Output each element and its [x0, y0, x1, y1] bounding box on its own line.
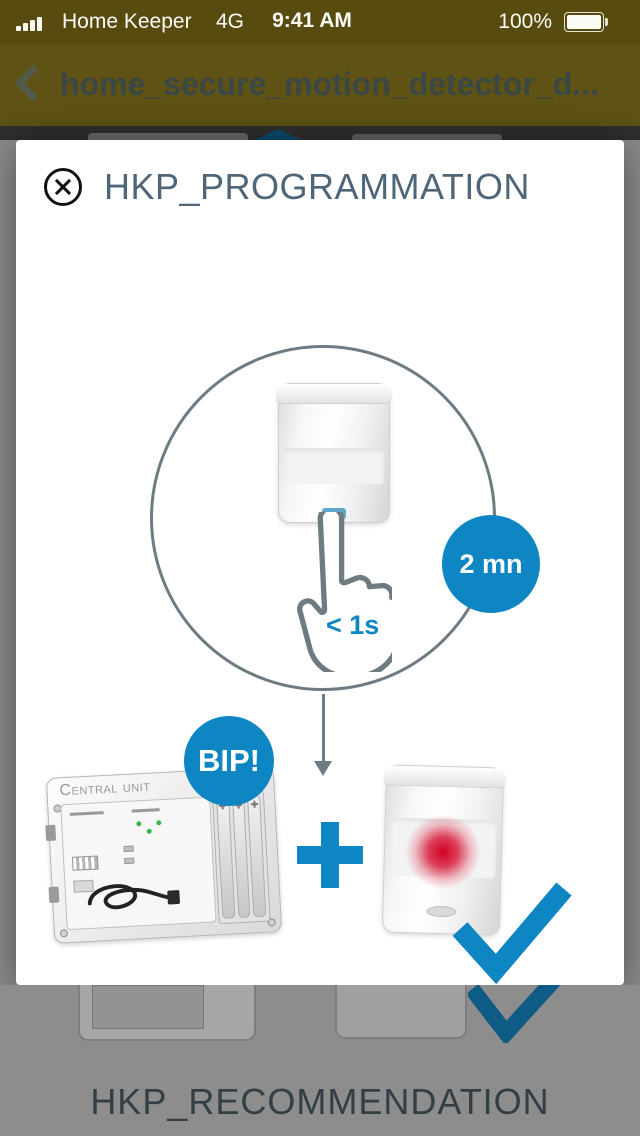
side-port — [45, 824, 57, 842]
detector-lens — [284, 448, 384, 484]
central-unit-illustration: Central unit — [45, 766, 283, 944]
side-port — [48, 886, 60, 904]
nav-bar: home_secure_motion_detector_d... — [0, 44, 640, 126]
close-icon — [47, 171, 79, 203]
battery-compartment — [211, 789, 271, 925]
dimmed-content-strip — [0, 126, 640, 140]
detector-cap — [383, 765, 507, 789]
battery-percent-label: 100% — [498, 10, 552, 33]
carrier-label: Home Keeper — [62, 10, 192, 33]
cable-illustration — [87, 884, 180, 910]
motion-detector-illustration — [276, 383, 392, 523]
back-chevron-icon[interactable] — [14, 64, 52, 102]
central-unit-label: Central unit — [59, 777, 151, 800]
panel-label-bar — [131, 808, 160, 813]
jumper — [124, 857, 135, 865]
circuit-panel — [60, 796, 217, 931]
battery-cell — [247, 794, 267, 918]
signal-strength-icon — [16, 13, 44, 31]
dip-switch — [71, 855, 99, 871]
dimmed-checkmark-icon — [468, 985, 561, 1043]
modal-title: HKP_PROGRAMMATION — [104, 166, 530, 207]
programmation-modal: HKP_PROGRAMMATION < 1s 2 mn Central unit — [16, 140, 624, 985]
battery-icon — [564, 12, 608, 32]
dimmed-page-bottom: HKP_RECOMMENDATION — [0, 985, 640, 1136]
recommendation-title: HKP_RECOMMENDATION — [90, 1081, 550, 1122]
clock-label: 9:41 AM — [272, 9, 352, 32]
close-button[interactable] — [44, 168, 82, 206]
network-type-label: 4G — [216, 10, 245, 33]
detector-cap — [276, 384, 392, 404]
screw-icon — [59, 929, 69, 938]
dimmed-shape — [352, 134, 502, 140]
status-led — [146, 828, 152, 834]
arrow-down-head — [314, 761, 332, 776]
panel-label-bar — [69, 811, 104, 816]
press-duration-label: < 1s — [326, 610, 380, 640]
dimmed-shape — [255, 129, 301, 140]
status-led — [136, 821, 142, 827]
plus-icon — [297, 822, 363, 912]
hand-pointing-icon — [297, 512, 392, 672]
dimmed-shape — [88, 133, 248, 140]
arrow-down-icon — [322, 694, 325, 762]
dimmed-detector — [335, 985, 467, 1039]
status-bar: Home Keeper 4G 9:41 AM 100% — [0, 0, 640, 44]
checkmark-icon — [452, 882, 572, 985]
status-led — [156, 820, 162, 826]
bip-badge: BIP! — [184, 716, 274, 806]
page-title: home_secure_motion_detector_d... — [60, 66, 599, 102]
dimmed-central-unit — [78, 985, 256, 1041]
jumper — [123, 845, 134, 853]
duration-badge: 2 mn — [442, 515, 540, 613]
